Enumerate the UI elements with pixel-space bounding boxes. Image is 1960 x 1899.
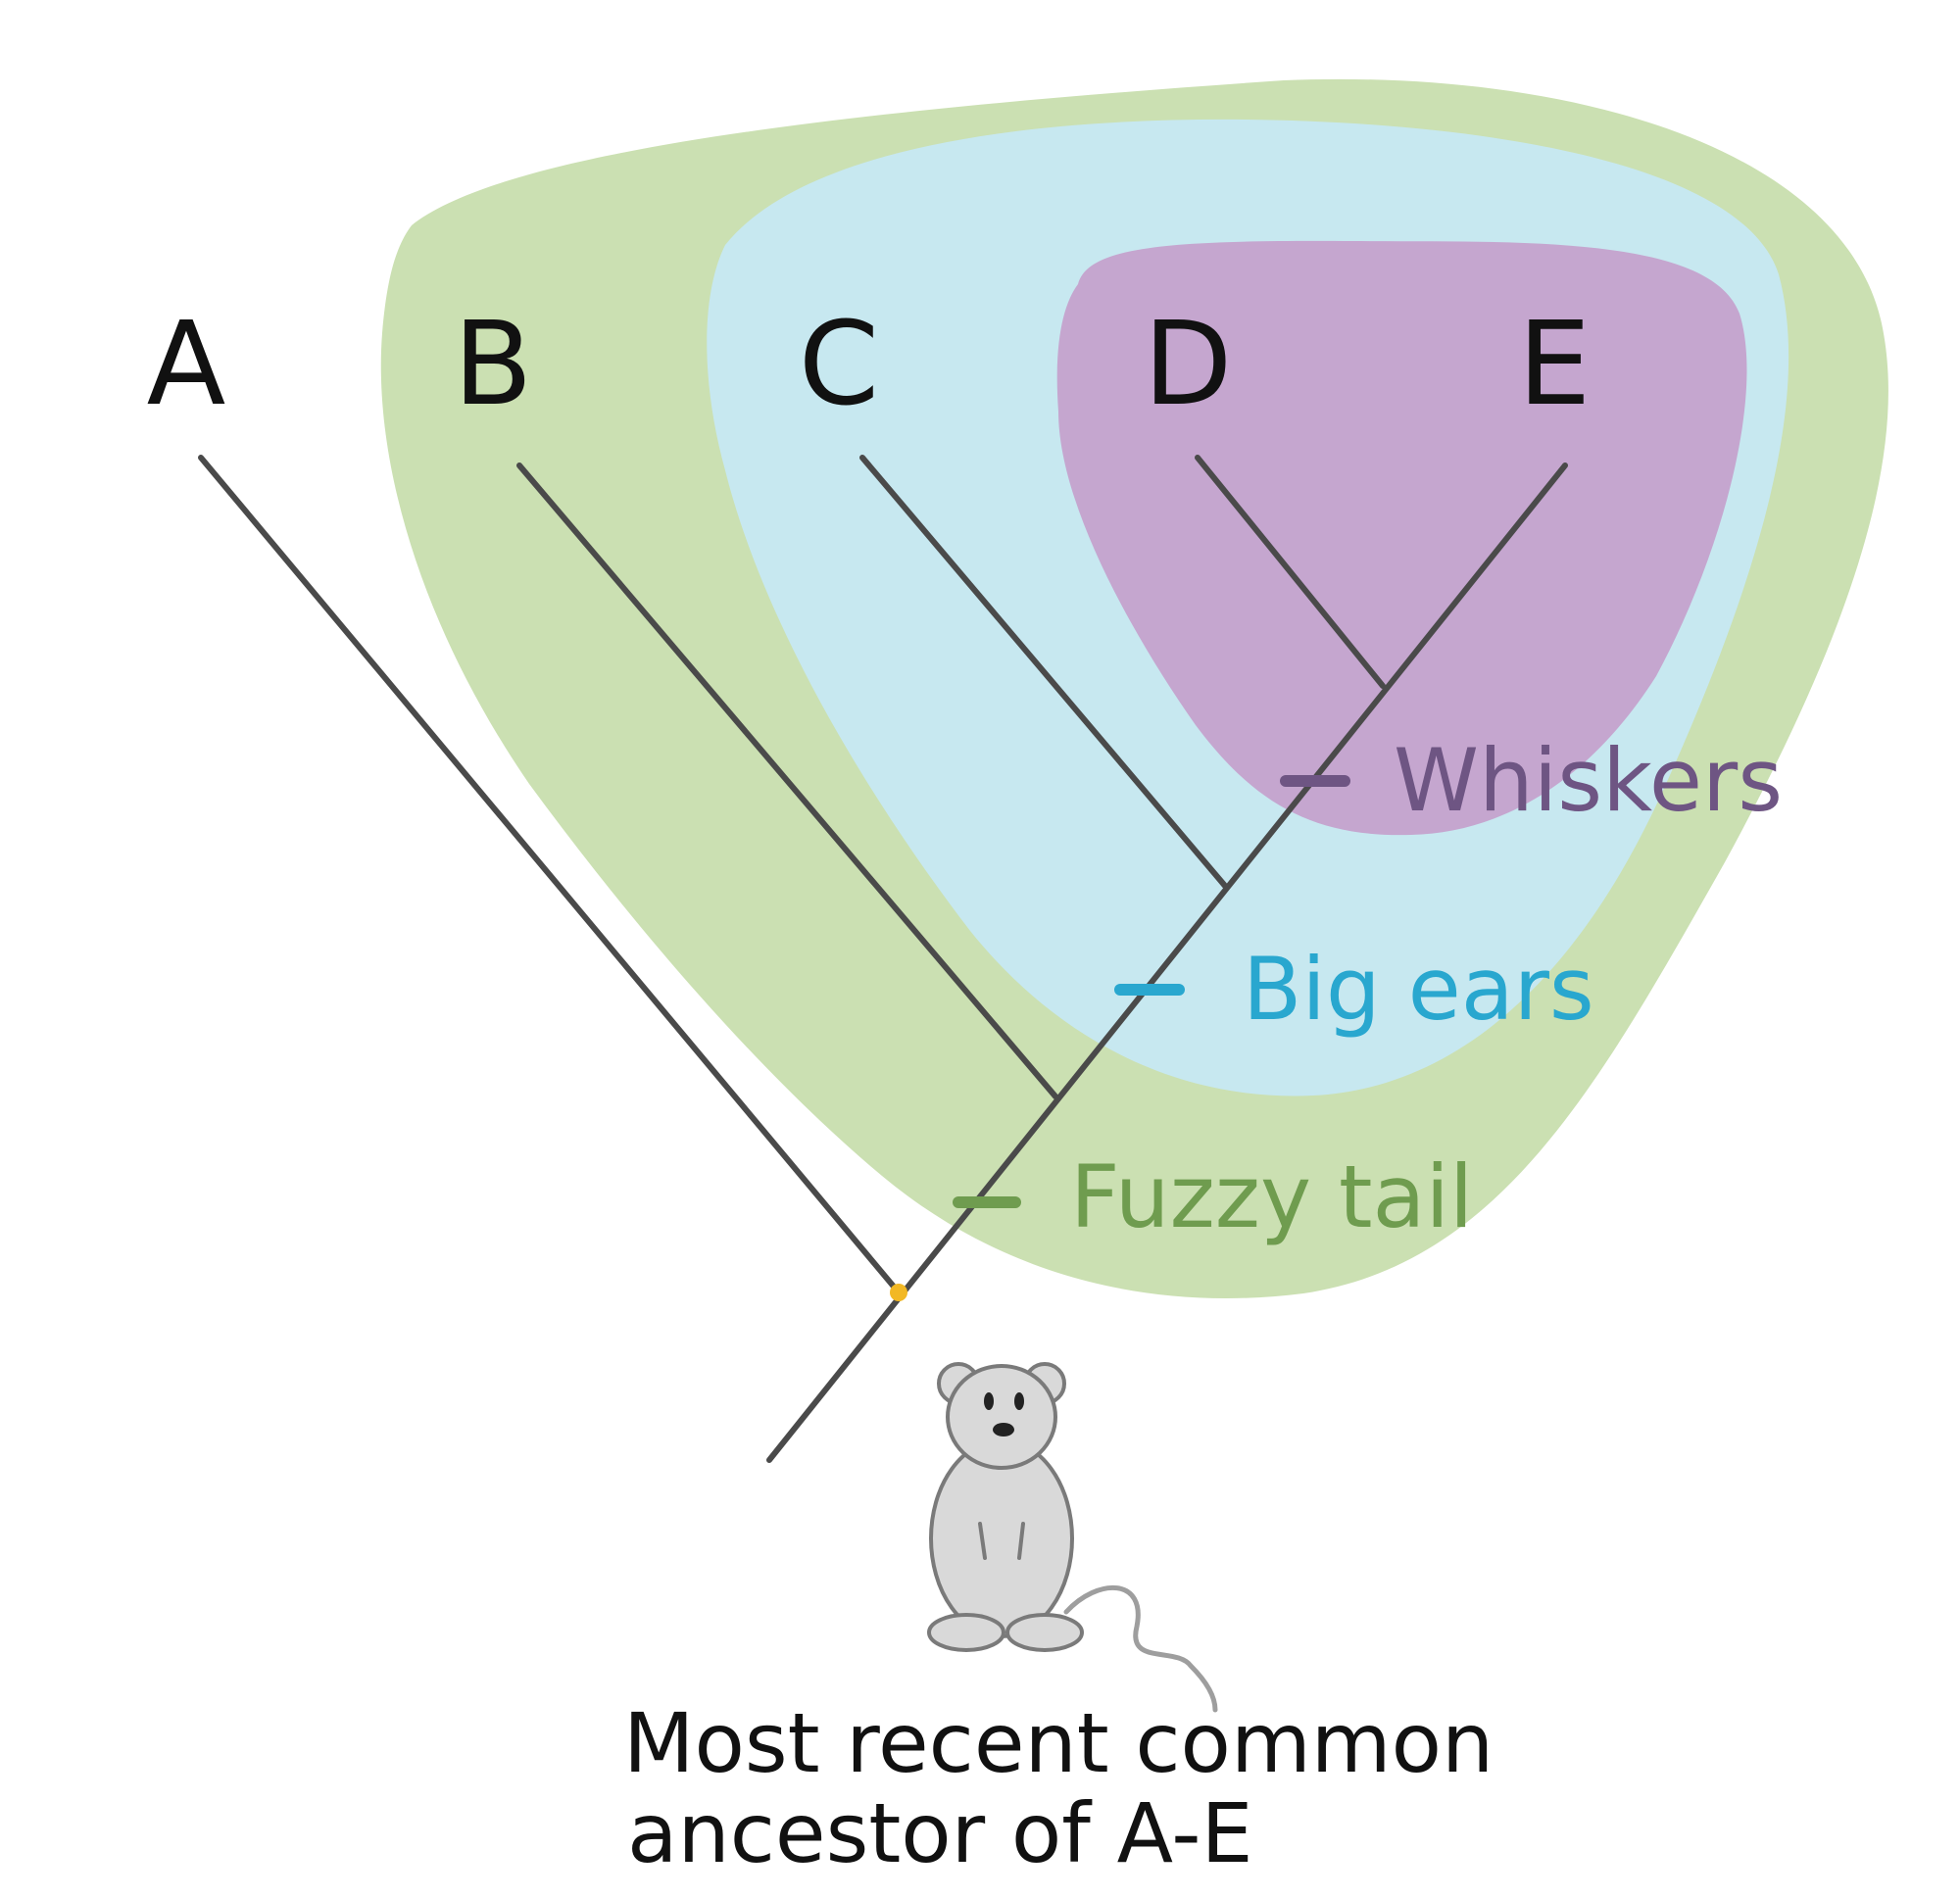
- ancestor-mouse-icon: [927, 1362, 1218, 1713]
- whiskers-label: Whiskers: [1394, 730, 1783, 831]
- taxon-label-e: E: [1518, 296, 1592, 431]
- branch-a: [198, 455, 902, 1295]
- branch-c: [859, 455, 1228, 889]
- taxon-label-c: C: [799, 296, 879, 431]
- clade-region-purple: [1056, 240, 1747, 836]
- taxon-label-d: D: [1144, 296, 1233, 431]
- taxon-label-a: A: [147, 296, 226, 431]
- root-node-dot: [890, 1284, 907, 1301]
- big-ears-label: Big ears: [1243, 939, 1594, 1040]
- branch-d: [1195, 455, 1386, 689]
- taxon-label-b: B: [454, 296, 533, 431]
- caption-line-1: Most recent common: [623, 1695, 1494, 1791]
- caption-line-2: ancestor of A-E: [627, 1785, 1253, 1881]
- branch-b: [516, 463, 1058, 1099]
- fuzzy-tail-label: Fuzzy tail: [1070, 1146, 1473, 1247]
